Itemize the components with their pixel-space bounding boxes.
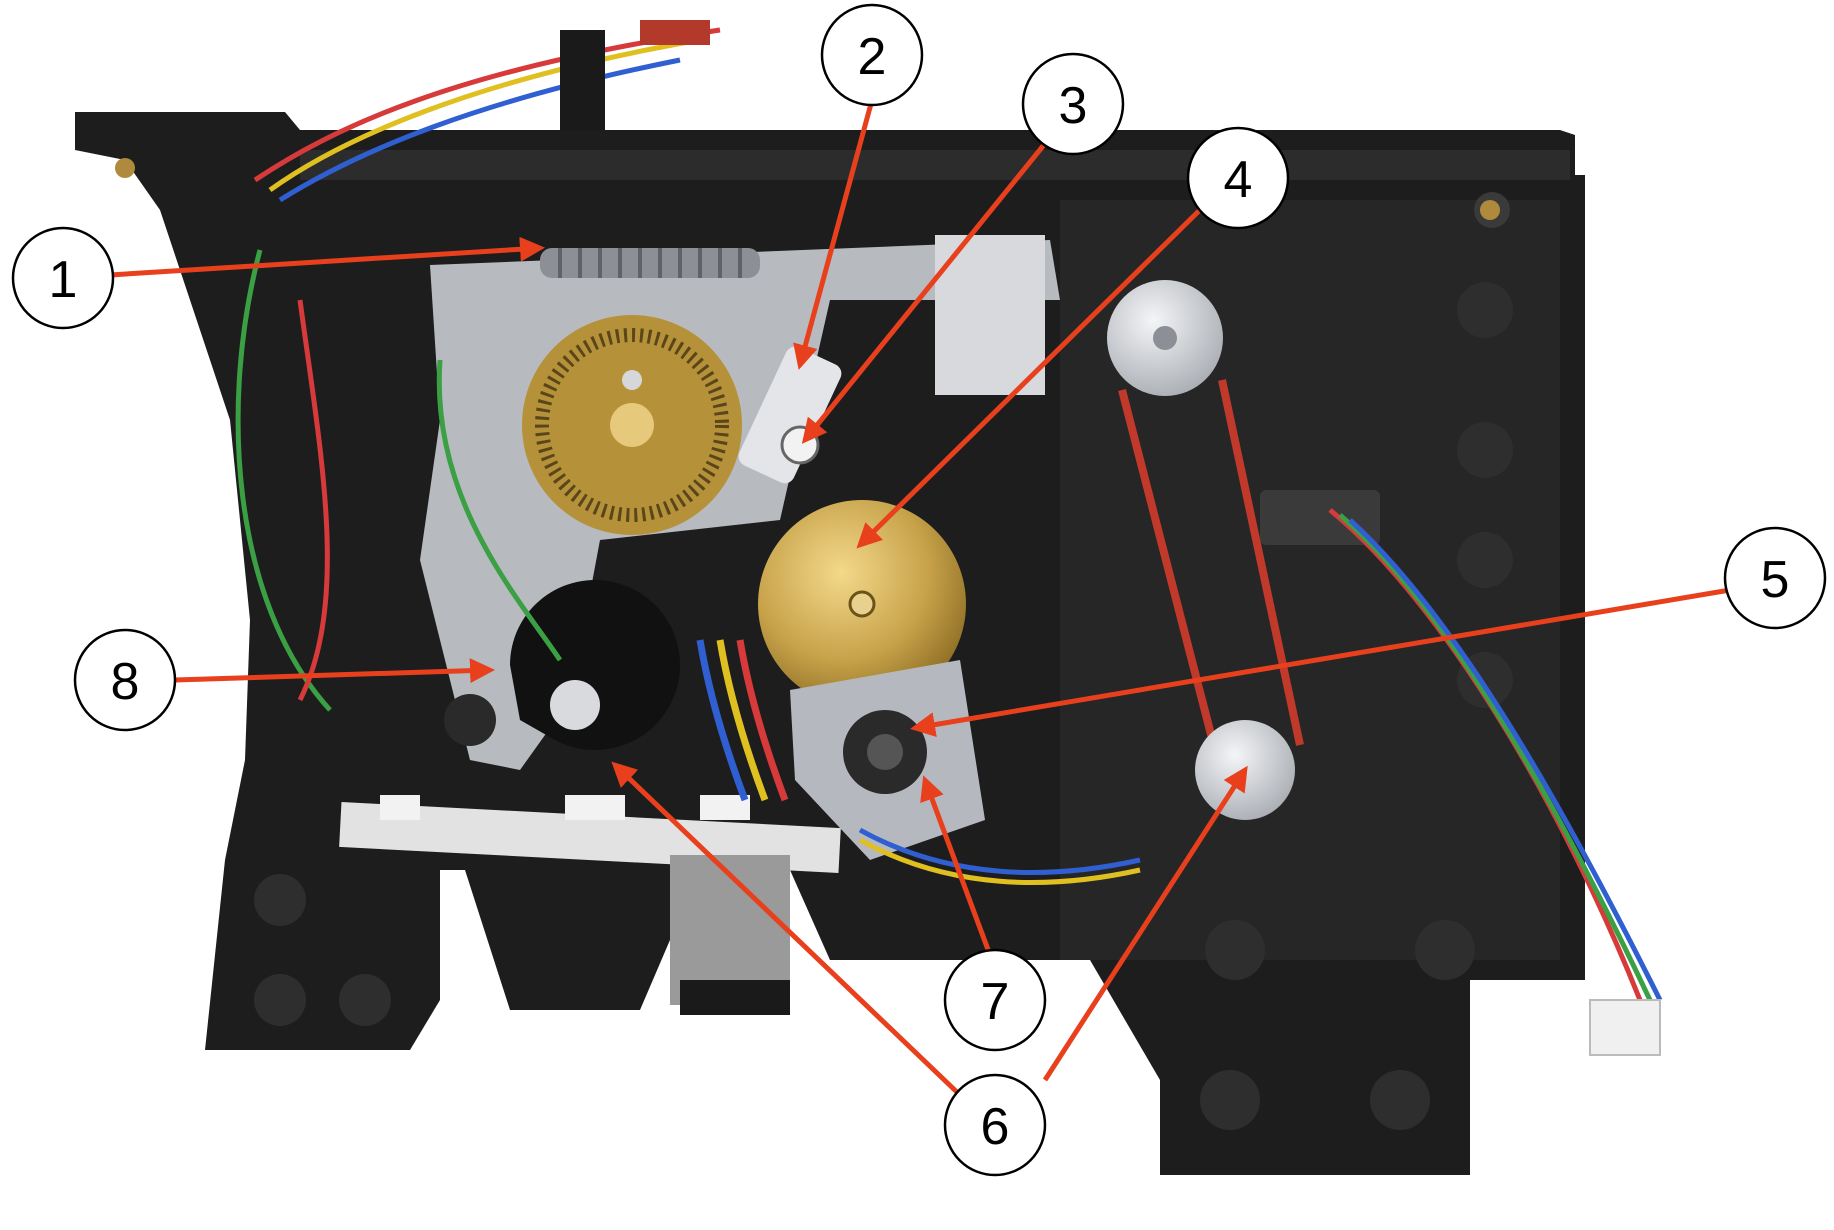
callout-1: 1 — [11, 226, 115, 330]
arrow-4 — [856, 198, 1212, 549]
callout-4: 4 — [1186, 126, 1290, 230]
arrow-3 — [801, 123, 1062, 444]
callout-label-7: 7 — [981, 973, 1010, 1031]
callout-2: 2 — [820, 3, 924, 107]
callout-6: 6 — [943, 1073, 1047, 1177]
callout-label-2: 2 — [858, 28, 887, 86]
brass-wheel — [758, 500, 966, 708]
arrow-6b — [1042, 765, 1248, 1082]
callout-label-5: 5 — [1761, 551, 1790, 609]
arrow-7 — [920, 775, 993, 956]
arrow-8 — [174, 658, 495, 684]
callout-arrows — [109, 99, 1731, 1097]
callout-label-8: 8 — [111, 653, 140, 711]
tension-spring — [540, 248, 760, 278]
callout-label-1: 1 — [49, 251, 78, 309]
callout-label-3: 3 — [1059, 77, 1088, 135]
callout-label-6: 6 — [981, 1098, 1010, 1156]
callout-3: 3 — [1021, 52, 1125, 156]
encoder-disc — [522, 315, 742, 535]
sensor-assembly — [738, 235, 1045, 484]
callout-5: 5 — [1723, 526, 1827, 630]
callout-8: 8 — [73, 628, 177, 732]
wiring — [235, 20, 1663, 1056]
arrow-2 — [793, 99, 875, 370]
callout-label-4: 4 — [1224, 151, 1253, 209]
cam-wheel — [444, 580, 680, 750]
belt-drive — [1107, 280, 1304, 820]
callout-7: 7 — [943, 948, 1047, 1052]
arrow-1 — [109, 236, 545, 278]
arrow-5 — [910, 587, 1731, 737]
arrow-6a — [611, 761, 962, 1097]
